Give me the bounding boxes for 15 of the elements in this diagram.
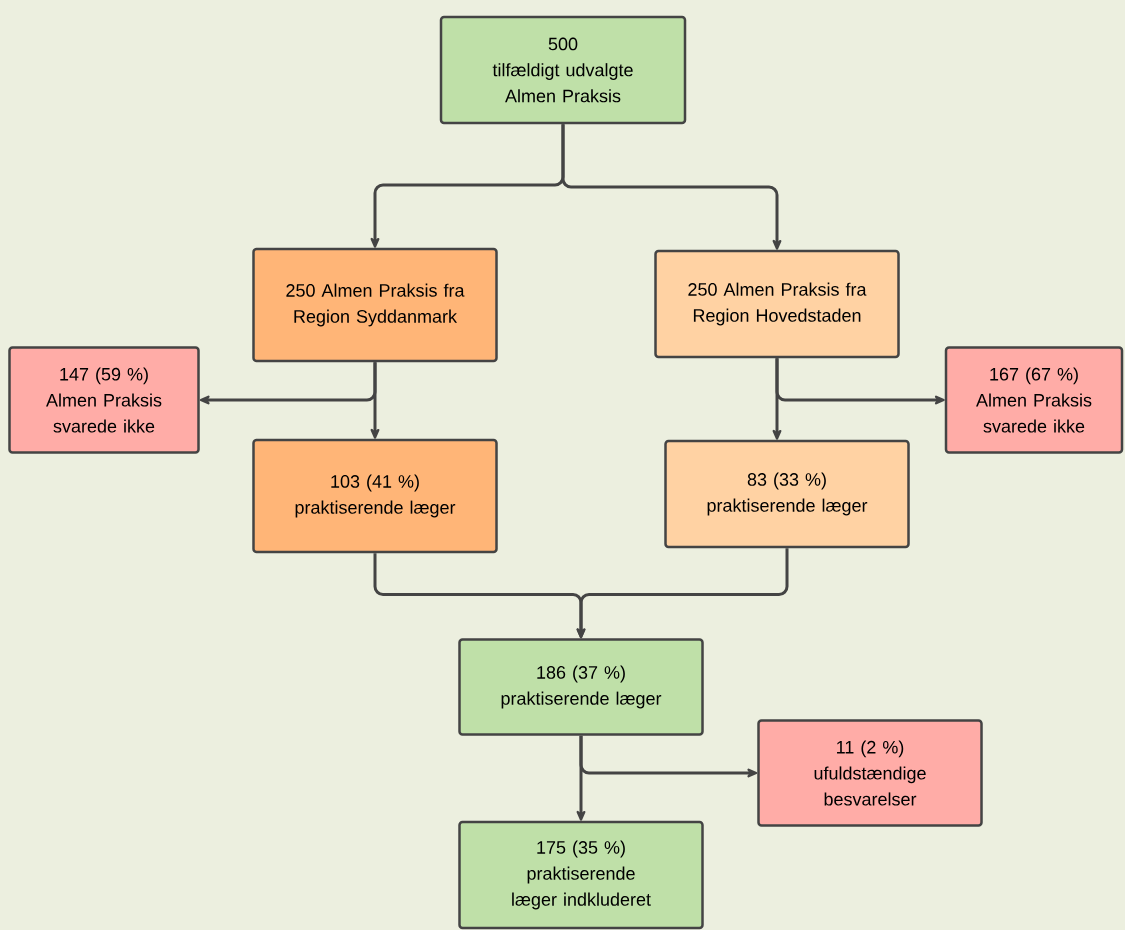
excluded-box: 147 (59 %) Almen Praksis svarede ikke: [8, 346, 200, 454]
arrow: [775, 358, 945, 405]
arrow: [579, 735, 758, 778]
process-box: 250 Almen Praksis fra Region Hovedstaden: [654, 249, 900, 359]
arrow: [370, 362, 380, 439]
process-box: 500 tilfældigt udvalgte Almen Praksis: [439, 15, 687, 125]
excluded-box: 167 (67 %) Almen Praksis svarede ikke: [944, 346, 1124, 454]
process-box: 250 Almen Praksis fra Region Syddanmark: [252, 247, 498, 363]
process-box: 175 (35 %) praktiserende læger indkluderet: [458, 820, 704, 930]
excluded-box: 11 (2 %) ufuldstændige besvarelser: [757, 719, 983, 827]
process-box: 103 (41 %) praktiserende læger: [252, 438, 498, 554]
arrow: [576, 548, 789, 639]
arrow: [561, 124, 782, 250]
process-box: 83 (33 %) praktiserende læger: [664, 439, 910, 549]
process-box: 186 (37 %) praktiserende læger: [458, 638, 704, 736]
